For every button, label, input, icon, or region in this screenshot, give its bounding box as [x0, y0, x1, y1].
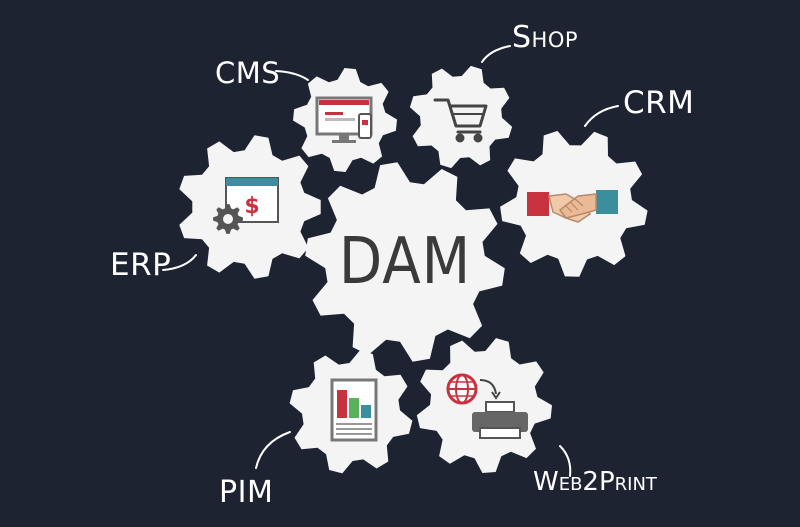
center-system-label: DAM	[338, 225, 472, 299]
gear-dam	[305, 162, 505, 362]
system-label-pim: PIM	[219, 475, 274, 510]
connector-web2print	[559, 445, 572, 477]
handshake-icon	[527, 190, 618, 223]
product-sheet-chart-icon	[330, 378, 378, 442]
monitor-and-phone-icon	[315, 96, 373, 143]
small-gear-hub	[223, 214, 233, 224]
gear-shop	[409, 65, 513, 169]
connector-cms	[275, 70, 309, 81]
system-label-crm: CRM	[623, 85, 695, 121]
finance-window-gear-icon: $	[213, 177, 279, 234]
connector-shop	[481, 45, 511, 63]
shopping-cart-icon	[433, 98, 488, 143]
connector-erp	[162, 254, 197, 271]
svg-text:$: $	[244, 194, 259, 219]
connector-lines	[162, 45, 619, 477]
system-label-shop: Shop	[512, 20, 579, 55]
system-label-erp: ERP	[110, 247, 172, 283]
gear-web2print	[416, 338, 552, 473]
connector-pim	[255, 431, 291, 469]
system-label-web2print: Web2Print	[533, 467, 657, 497]
globe-to-printer-icon	[446, 373, 528, 439]
system-label-cms: CMS	[215, 56, 281, 90]
connector-crm	[584, 105, 619, 127]
